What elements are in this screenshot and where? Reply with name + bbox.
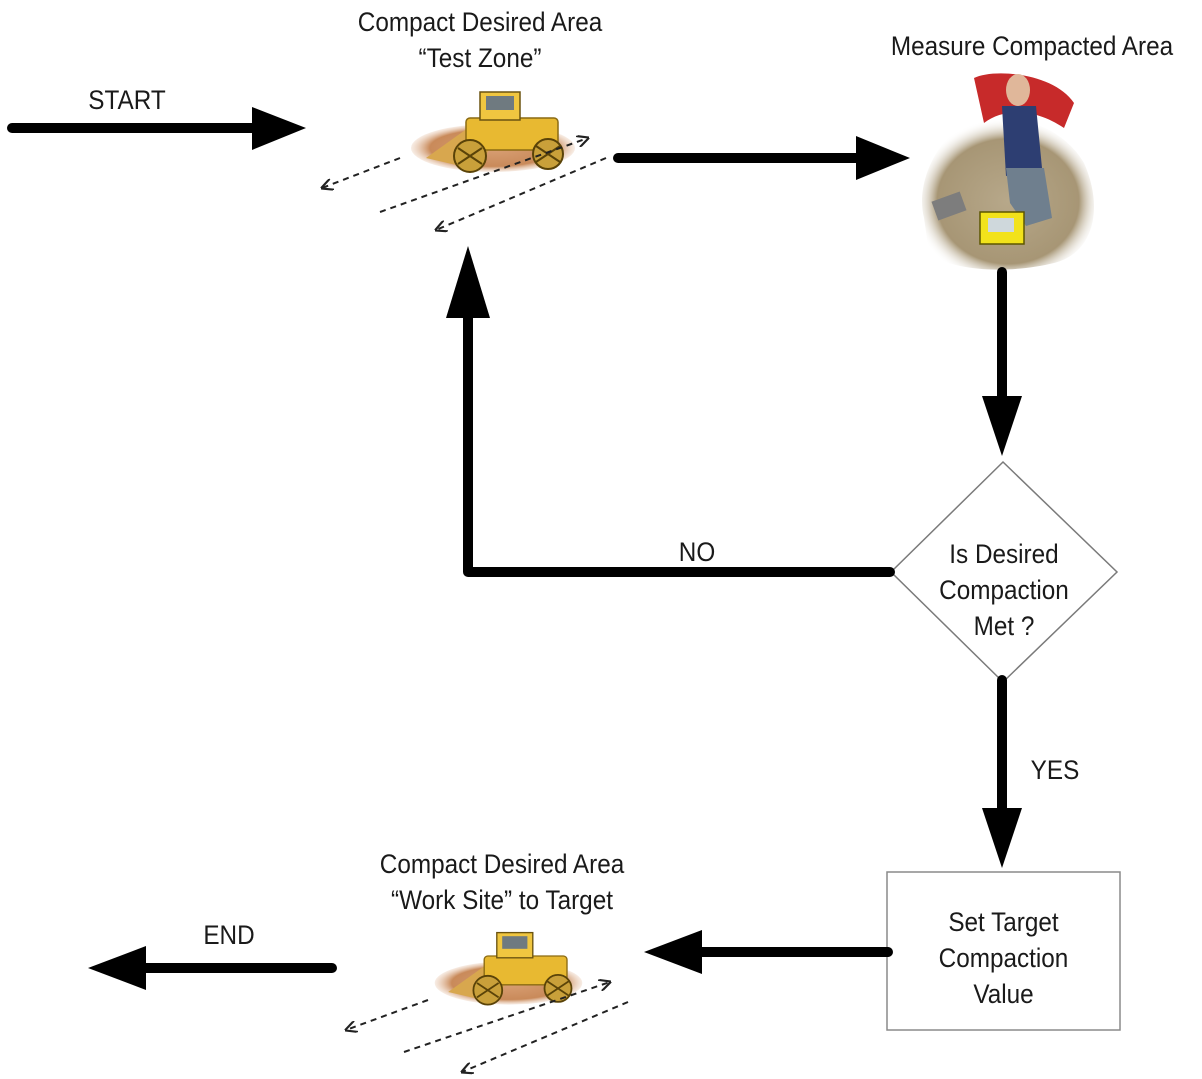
compactor-photo-test-zone xyxy=(411,91,575,173)
arrow-to-work-site xyxy=(644,930,893,974)
compact-test-zone-label: Compact Desired Area “Test Zone” xyxy=(327,4,633,76)
yes-branch-arrow xyxy=(982,675,1022,868)
set-target-line3: Value xyxy=(973,979,1034,1009)
arrow-to-measure xyxy=(613,136,910,180)
compact-test-zone-line2: “Test Zone” xyxy=(418,43,542,73)
no-label: NO xyxy=(657,534,738,570)
decision-line3: Met ? xyxy=(973,611,1035,641)
yes-label: YES xyxy=(1015,752,1096,788)
set-target-box xyxy=(886,871,1121,1031)
compactor-photo-work-site xyxy=(434,931,583,1006)
start-label: START xyxy=(78,82,177,118)
measure-line1: Measure Compacted Area xyxy=(890,31,1174,61)
set-target-line1: Set Target xyxy=(948,907,1059,937)
no-branch-arrow xyxy=(446,246,895,577)
start-label-text: START xyxy=(88,85,166,115)
end-label-text: END xyxy=(203,920,255,950)
motion-arrows-test-zone xyxy=(322,138,607,230)
compact-work-site-label: Compact Desired Area “Work Site” to Targ… xyxy=(349,846,655,918)
decision-line1: Is Desired xyxy=(949,539,1059,569)
yes-label-text: YES xyxy=(1030,755,1080,785)
end-arrow xyxy=(88,946,337,990)
start-arrow xyxy=(7,107,306,150)
measurement-photo xyxy=(922,73,1094,270)
motion-arrows-work-site xyxy=(346,982,629,1072)
decision-line2: Compaction xyxy=(939,575,1069,605)
compact-work-site-line2: “Work Site” to Target xyxy=(391,885,613,915)
set-target-line2: Compaction xyxy=(938,943,1069,973)
compact-test-zone-line1: Compact Desired Area xyxy=(357,7,603,37)
compact-work-site-line1: Compact Desired Area xyxy=(379,849,625,879)
end-label: END xyxy=(189,917,270,953)
measure-label: Measure Compacted Area xyxy=(870,28,1194,64)
no-label-text: NO xyxy=(678,537,716,567)
set-target-label: Set Target Compaction Value xyxy=(899,904,1109,1012)
decision-label: Is Desired Compaction Met ? xyxy=(923,536,1085,644)
arrow-to-decision xyxy=(982,267,1022,456)
